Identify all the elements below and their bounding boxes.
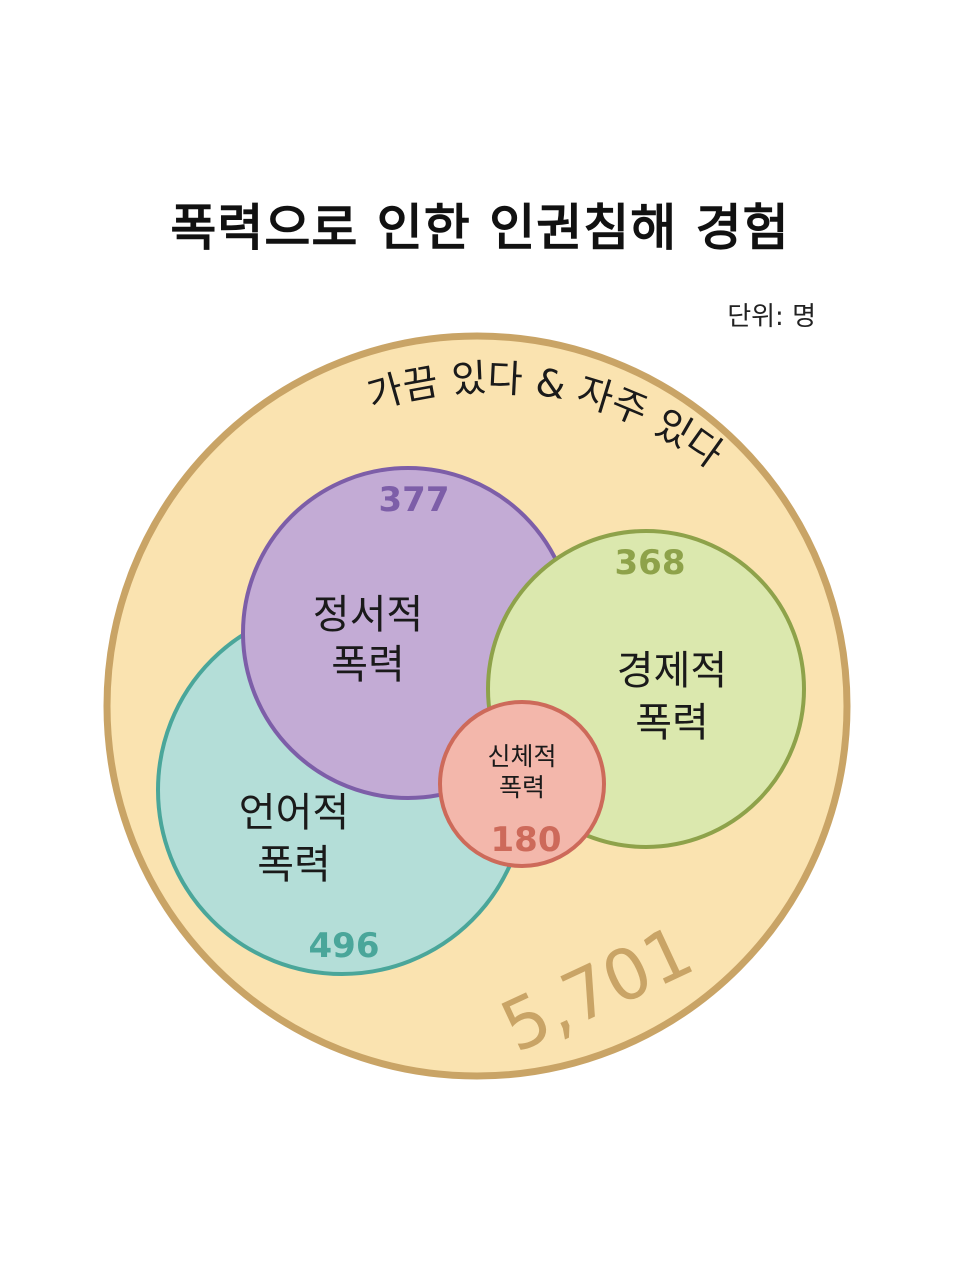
emotional-label-line2: 폭력	[331, 642, 405, 688]
verbal-label-line2: 폭력	[257, 842, 331, 888]
emotional-value: 377	[379, 480, 450, 520]
physical-label-line1: 신체적	[487, 742, 556, 771]
economic-label-line1: 경제적	[617, 648, 727, 694]
emotional-label-line1: 정서적	[313, 592, 423, 638]
physical-label-line2: 폭력	[499, 773, 545, 802]
verbal-value: 496	[309, 926, 380, 966]
unit-label: 단위: 명	[727, 302, 816, 332]
economic-label-line2: 폭력	[635, 700, 709, 746]
verbal-label-line1: 언어적	[239, 790, 349, 836]
chart-title: 폭력으로 인한 인권침해 경험	[170, 199, 790, 257]
economic-value: 368	[615, 543, 686, 583]
physical-value: 180	[491, 820, 562, 860]
physical-violence-circle	[438, 700, 606, 868]
